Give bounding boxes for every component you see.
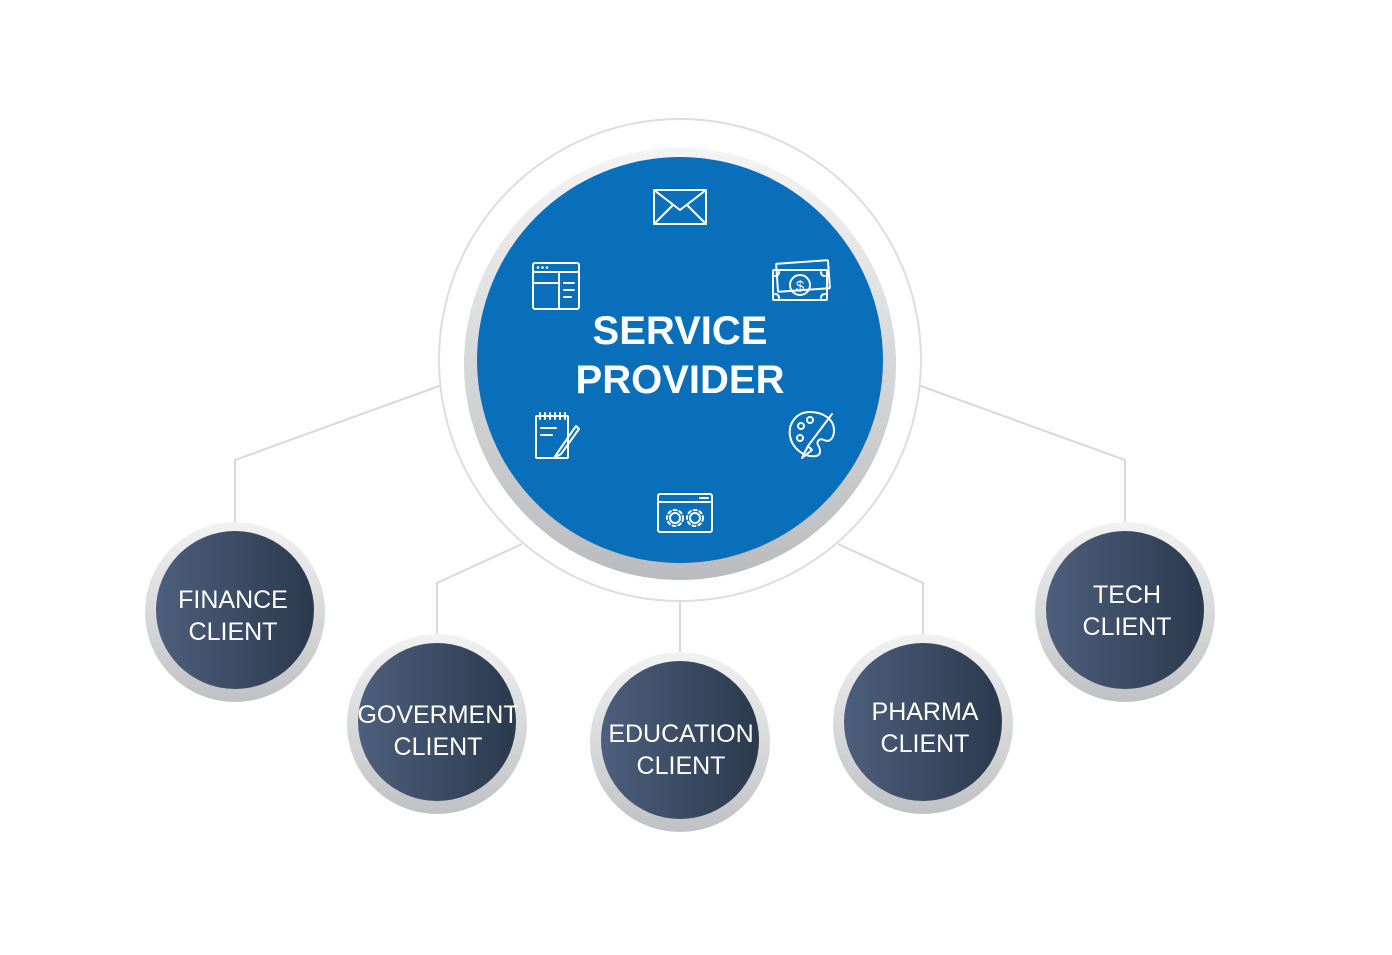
settings-window-icon — [657, 493, 713, 533]
client-circle — [844, 643, 1002, 801]
client-label-line2: CLIENT — [189, 618, 278, 646]
connectors — [234, 384, 1126, 652]
client-circle — [358, 643, 516, 801]
client-label-line1: TECH — [1093, 581, 1161, 609]
client-label-line2: CLIENT — [1083, 613, 1172, 641]
client-node-government: GOVERMENT CLIENT — [347, 634, 527, 814]
money-icon: $ — [772, 259, 831, 301]
notepad-pen-icon — [535, 412, 580, 459]
client-label-line2: CLIENT — [637, 752, 726, 780]
client-circle — [156, 531, 314, 689]
client-label-line2: CLIENT — [394, 733, 483, 761]
service-provider-hub: SERVICE PROVIDER $ — [438, 118, 922, 602]
client-node-education: EDUCATION CLIENT — [590, 652, 770, 832]
client-node-tech: TECH CLIENT — [1035, 522, 1215, 702]
client-label-line2: CLIENT — [881, 730, 970, 758]
client-node-pharma: PHARMA CLIENT — [833, 634, 1013, 814]
hub-title-line1: SERVICE — [593, 309, 768, 353]
client-circle — [601, 661, 759, 819]
hub-circle — [477, 157, 883, 563]
connector-pharma — [837, 543, 924, 634]
connector-government — [436, 543, 523, 634]
hub-title-line2: PROVIDER — [576, 358, 785, 402]
client-label-line1: PHARMA — [872, 698, 979, 726]
client-label-line1: EDUCATION — [608, 720, 753, 748]
svg-text:$: $ — [796, 278, 805, 295]
connector-finance — [234, 384, 443, 522]
mail-icon — [653, 189, 707, 225]
client-circle — [1046, 531, 1204, 689]
client-label-line1: FINANCE — [178, 586, 288, 614]
client-label-line1: GOVERMENT — [357, 701, 518, 729]
browser-window-icon — [532, 262, 580, 310]
connector-tech — [917, 384, 1126, 522]
client-node-finance: FINANCE CLIENT — [145, 522, 325, 702]
palette-icon — [788, 411, 835, 459]
